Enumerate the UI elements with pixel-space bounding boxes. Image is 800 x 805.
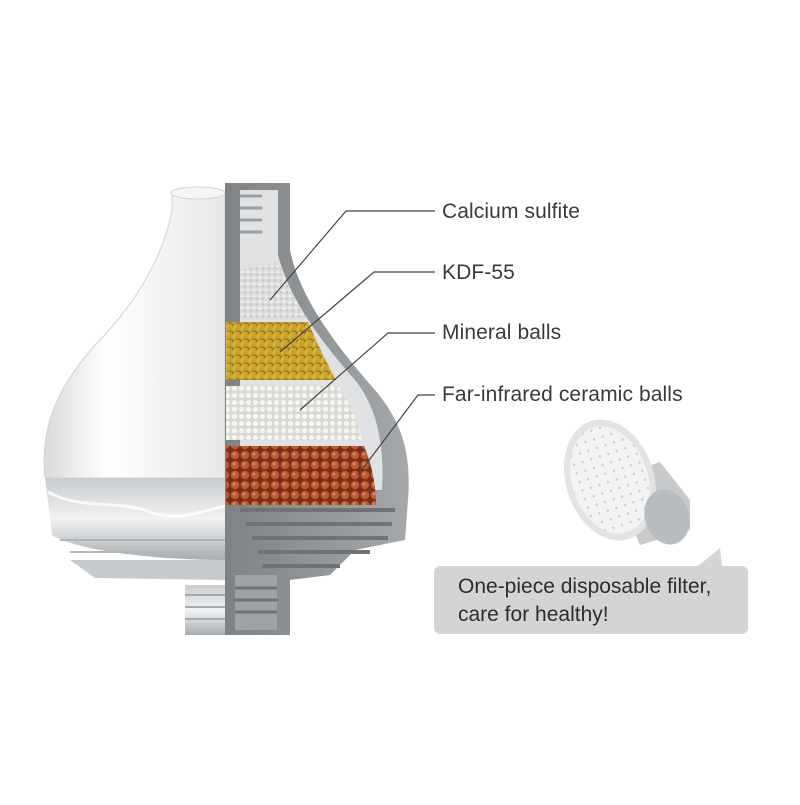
- callout-line-1: One-piece disposable filter,: [458, 575, 712, 598]
- leader-line-1: [269, 210, 435, 301]
- speech-bubble: [434, 566, 748, 634]
- speech-bubble-tail: [698, 548, 722, 566]
- callout-text: One-piece disposable filter, care for he…: [458, 573, 748, 629]
- layer-label-kdf-55: KDF-55: [442, 261, 515, 284]
- callout-line-2: care for healthy!: [458, 603, 609, 626]
- housing-exterior: [43, 186, 226, 635]
- layer-ceramic-balls: [226, 446, 376, 505]
- layer-label-calcium-sulfite: Calcium sulfite: [442, 200, 581, 223]
- layer-mineral-balls: [226, 386, 362, 440]
- housing-cutaway: [225, 183, 409, 635]
- layer-label-mineral-balls: Mineral balls: [442, 321, 562, 344]
- leader-line-4: [357, 394, 435, 476]
- layer-calcium-sulfite: [240, 262, 306, 318]
- replacement-filter-cartridge-icon: [563, 419, 690, 545]
- leader-line-2: [279, 271, 435, 353]
- leader-lines: [269, 210, 435, 476]
- layer-label-ceramic-balls: Far-infrared ceramic balls: [442, 383, 683, 406]
- leader-line-3: [299, 332, 435, 411]
